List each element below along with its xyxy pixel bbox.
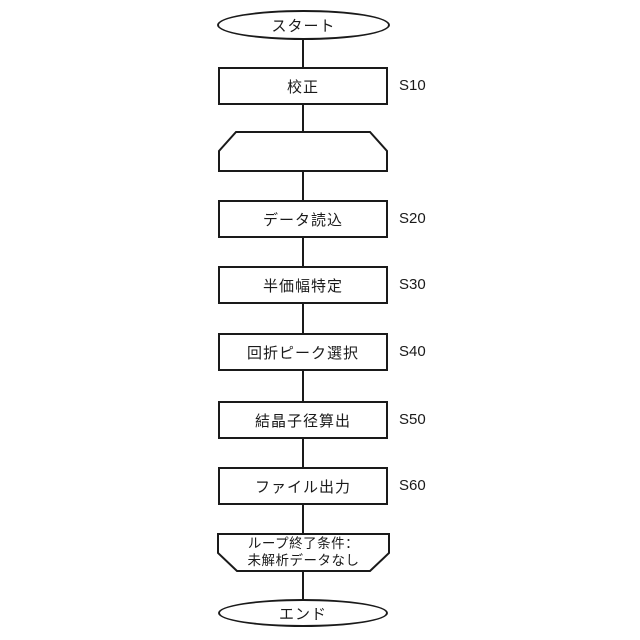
process-s20: データ読込 [218,200,388,238]
step-label-s50: S50 [399,411,426,428]
process-s10-label: 校正 [286,78,319,96]
loop-end-condition: ループ終了条件： 未解析データなし [217,533,390,570]
terminal-start: スタート [217,10,390,40]
process-s40-label: 回折ピーク選択 [246,344,359,362]
process-s50: 結晶子径算出 [218,401,388,439]
process-s50-label: 結晶子径算出 [254,412,351,430]
process-s10: 校正 [218,67,388,105]
loop-end-polygon [217,533,390,572]
process-s60-label: ファイル出力 [254,478,351,496]
process-s30: 半価幅特定 [218,266,388,304]
terminal-end: エンド [218,599,388,627]
step-label-s60: S60 [399,477,426,494]
process-s20-label: データ読込 [262,211,343,229]
step-label-s20: S20 [399,210,426,227]
terminal-end-label: エンド [278,605,327,623]
process-s60: ファイル出力 [218,467,388,505]
loop-end-shape [217,533,390,572]
step-label-s10: S10 [399,77,426,94]
step-label-s30: S30 [399,276,426,293]
process-s40: 回折ピーク選択 [218,333,388,371]
loop-end-condition-line2: 未解析データなし [247,552,360,568]
loop-end-condition-line1: ループ終了条件： [247,535,360,551]
terminal-start-label: スタート [271,17,336,35]
step-label-s40: S40 [399,343,426,360]
process-s30-label: 半価幅特定 [262,277,343,295]
loop-start-shape [218,131,388,172]
flow-line [302,26,304,613]
loop-start-polygon [218,131,388,172]
